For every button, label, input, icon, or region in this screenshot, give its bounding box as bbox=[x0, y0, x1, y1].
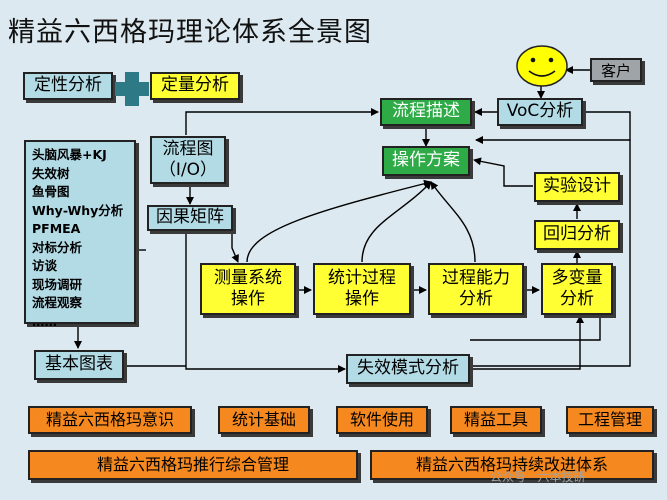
qualitative-analysis-box: 定性分析 bbox=[23, 72, 113, 100]
software-usage-box: 软件使用 bbox=[336, 406, 428, 434]
tools-list-item: 失效树 bbox=[32, 165, 70, 181]
lean-tools-box: 精益工具 bbox=[450, 406, 542, 434]
statistics-basics-box: 统计基础 bbox=[218, 406, 310, 434]
customer-box: 客户 bbox=[590, 58, 642, 82]
basic-charts-box: 基本图表 bbox=[34, 350, 124, 380]
tools-list-item: Why-Why分析 bbox=[32, 202, 124, 218]
tools-list-item: 对标分析 bbox=[32, 239, 83, 255]
tools-list: 头脑风暴+KJ 失效树 鱼骨图 Why-Why分析 PFMEA 对标分析 访谈 … bbox=[24, 140, 136, 329]
spc-box: 统计过程 操作 bbox=[313, 263, 411, 315]
tools-list-item: PFMEA bbox=[32, 221, 81, 236]
cause-matrix-box: 因果矩阵 bbox=[147, 205, 233, 231]
lss-continuous-improvement-box: 精益六西格玛持续改进体系 bbox=[370, 450, 654, 480]
regression-analysis-box: 回归分析 bbox=[534, 220, 620, 250]
doe-box: 实验设计 bbox=[534, 172, 620, 202]
engineering-management-box: 工程管理 bbox=[566, 406, 654, 434]
tools-list-item: 鱼骨图 bbox=[32, 184, 70, 199]
tools-list-item: 访谈 bbox=[32, 258, 58, 273]
tools-list-item: …… bbox=[32, 313, 57, 329]
msa-box: 测量系统 操作 bbox=[200, 263, 296, 315]
operation-plan-box: 操作方案 bbox=[382, 146, 470, 176]
smiley-face-icon bbox=[516, 45, 568, 87]
quantitative-analysis-box: 定量分析 bbox=[150, 72, 240, 100]
lss-management-box: 精益六西格玛推行综合管理 bbox=[28, 450, 358, 480]
flowchart-box: 流程图 （I/O） bbox=[150, 136, 226, 184]
multivariate-analysis-box: 多变量 分析 bbox=[541, 263, 613, 315]
fmea-box: 失效模式分析 bbox=[346, 354, 470, 384]
page-title: 精益六西格玛理论体系全景图 bbox=[8, 17, 372, 48]
watermark-text: 公众号 · 六本技研 bbox=[490, 470, 586, 484]
tools-list-item: 现场调研 bbox=[32, 276, 83, 292]
lss-awareness-box: 精益六西格玛意识 bbox=[28, 406, 192, 434]
plus-connector-h bbox=[115, 82, 149, 96]
process-description-box: 流程描述 bbox=[380, 98, 472, 126]
tools-list-item: 流程观察 bbox=[32, 295, 83, 310]
tools-list-item: 头脑风暴+KJ bbox=[32, 147, 107, 162]
voc-analysis-box: VoC分析 bbox=[497, 98, 583, 126]
process-capability-box: 过程能力 分析 bbox=[428, 263, 524, 315]
